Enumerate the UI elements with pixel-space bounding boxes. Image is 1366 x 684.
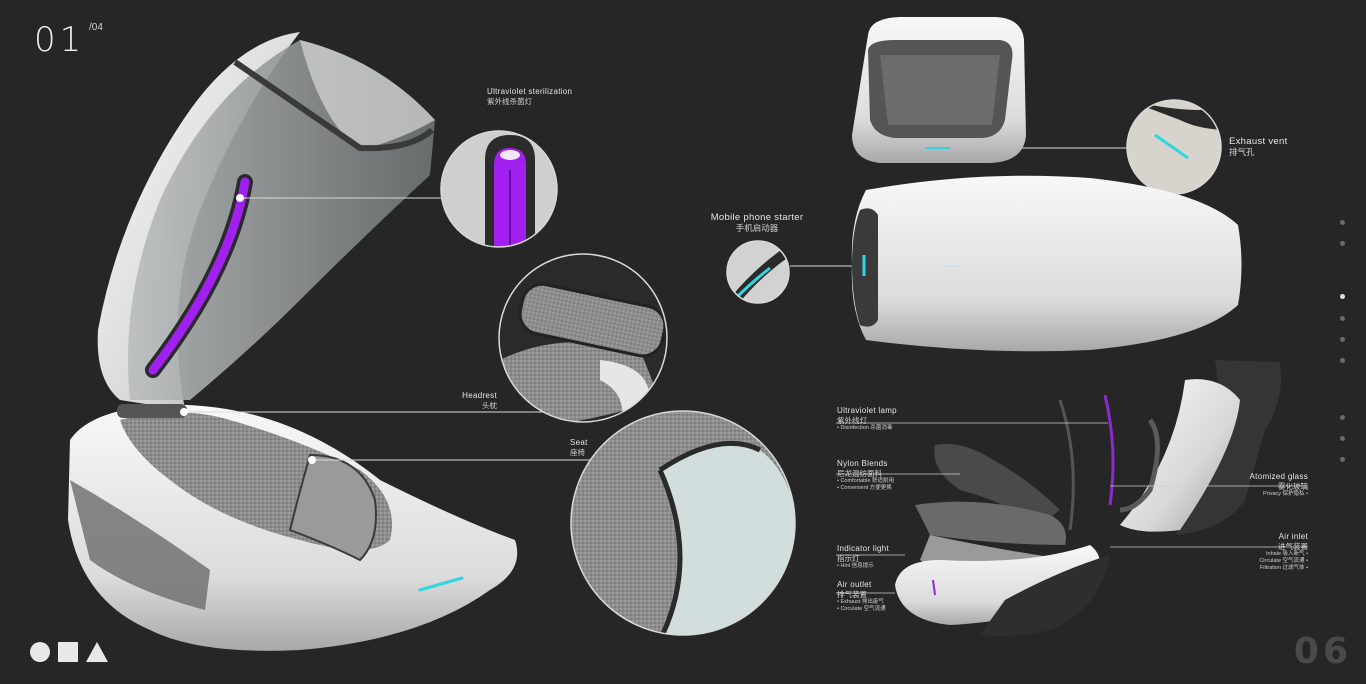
nylon-blends-en: Nylon Blends — [837, 459, 888, 468]
nav-dot-active[interactable] — [1340, 294, 1345, 299]
air-outlet-en: Air outlet — [837, 580, 872, 589]
air-outlet-cn: 排气装置 — [837, 590, 867, 599]
nav-dot[interactable] — [1340, 358, 1345, 363]
exhaust-vent-cn: 排气孔 — [1229, 147, 1255, 157]
air-inlet-feature: Filtration 过滤气体 • — [1259, 565, 1308, 571]
footer-page-number: 06 — [1293, 631, 1352, 672]
zoom-phone-starter — [726, 240, 790, 304]
atomized-glass-label: Atomized glass 雾化玻璃 — [1230, 472, 1308, 492]
atomized-glass-en: Atomized glass — [1249, 472, 1308, 481]
zoom-exhaust — [1126, 99, 1222, 195]
nav-dot[interactable] — [1340, 436, 1345, 441]
mobile-phone-starter-en: Mobile phone starter — [710, 212, 804, 223]
uv-sterilization-en: Ultraviolet sterilization — [487, 87, 573, 96]
nylon-blends-features: • Comfortable 舒适耐用 • Convenient 方便更换 — [837, 478, 894, 492]
square-icon — [58, 642, 78, 662]
mobile-phone-starter-cn: 手机启动器 — [735, 223, 779, 233]
nav-dot[interactable] — [1340, 457, 1345, 462]
page-total: /04 — [89, 22, 103, 33]
nav-dot[interactable] — [1340, 316, 1345, 321]
pod-front-view — [852, 17, 1026, 163]
air-inlet-cn: 进气装置 — [1278, 542, 1308, 551]
triangle-icon — [86, 642, 108, 662]
circle-icon — [30, 642, 50, 662]
atomized-glass-feature: Privacy 保护隐私 • — [1262, 491, 1308, 497]
nav-dot[interactable] — [1340, 415, 1345, 420]
pod-top-view — [851, 175, 1242, 352]
zoom-headrest — [498, 253, 668, 423]
exhaust-vent-label: Exhaust vent 排气孔 — [1229, 136, 1288, 158]
nav-dot[interactable] — [1340, 241, 1345, 246]
headrest-label: Headrest 头枕 — [440, 391, 497, 411]
air-outlet-feature: • Circulate 空气流通 — [837, 606, 886, 612]
atomized-glass-cn: 雾化玻璃 — [1278, 482, 1308, 491]
zoom-uv — [440, 130, 558, 248]
nylon-blends-feature: • Convenient 方便更换 — [837, 485, 892, 491]
indicator-light-feature: • Hint 信息提示 — [837, 563, 874, 569]
nav-dot[interactable] — [1340, 337, 1345, 342]
exhaust-vent-en: Exhaust vent — [1229, 136, 1288, 147]
exploded-view — [895, 360, 1281, 636]
air-inlet-label: Air inlet 进气装置 — [1230, 532, 1308, 552]
nylon-blends-cn: 尼龙混纺面料 — [837, 469, 882, 478]
uv-sterilization-label: Ultraviolet sterilization 紫外线杀菌灯 — [487, 87, 572, 107]
mobile-phone-starter-label: Mobile phone starter 手机启动器 — [707, 212, 807, 234]
nav-dot[interactable] — [1340, 220, 1345, 225]
headrest-en: Headrest — [462, 391, 497, 400]
uv-lamp-cn: 紫外线灯 — [837, 416, 867, 425]
nylon-blends-feature: • Comfortable 舒适耐用 — [837, 478, 894, 484]
seat-cn: 座椅 — [570, 448, 585, 457]
uv-sterilization-cn: 紫外线杀菌灯 — [487, 97, 532, 106]
page-number: 01 — [34, 20, 86, 60]
air-outlet-features: • Exhaust 排出废气 • Circulate 空气流通 — [837, 599, 886, 613]
headrest-cn: 头枕 — [482, 401, 497, 410]
atomized-glass-features: Privacy 保护隐私 • — [1230, 491, 1308, 498]
uv-lamp-en: Ultraviolet lamp — [837, 406, 897, 415]
indicator-light-label: Indicator light 指示灯 — [837, 544, 889, 564]
air-inlet-feature: Inhale 吸入新气 • — [1266, 551, 1308, 557]
seat-en: Seat — [570, 438, 588, 447]
air-inlet-features: Inhale 吸入新气 • Circulate 空气流通 • Filtratio… — [1230, 551, 1308, 572]
uv-lamp-label: Ultraviolet lamp 紫外线灯 — [837, 406, 897, 426]
indicator-light-cn: 指示灯 — [837, 554, 860, 563]
air-outlet-feature: • Exhaust 排出废气 — [837, 599, 884, 605]
uv-lamp-features: • Disinfection 杀菌消毒 — [837, 425, 892, 432]
indicator-light-en: Indicator light — [837, 544, 890, 553]
air-outlet-label: Air outlet 排气装置 — [837, 580, 872, 600]
air-inlet-en: Air inlet — [1278, 532, 1308, 541]
brand-shapes-logo — [30, 642, 108, 662]
uv-lamp-feature: • Disinfection 杀菌消毒 — [837, 425, 893, 431]
main-pod — [68, 32, 518, 651]
seat-label: Seat 座椅 — [570, 438, 588, 458]
zoom-seat — [570, 410, 796, 636]
air-inlet-feature: Circulate 空气流通 • — [1259, 558, 1308, 564]
nylon-blends-label: Nylon Blends 尼龙混纺面料 — [837, 459, 888, 479]
indicator-light-features: • Hint 信息提示 — [837, 563, 874, 570]
